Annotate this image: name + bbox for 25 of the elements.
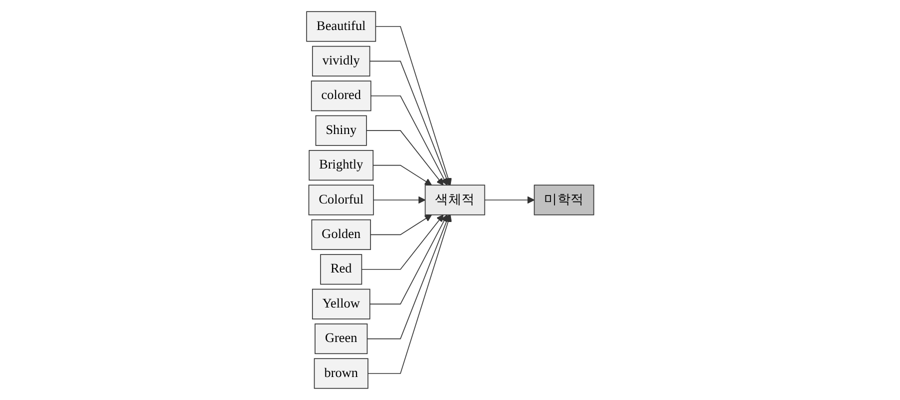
arrow bbox=[370, 214, 432, 236]
node-box: vividly bbox=[312, 46, 370, 76]
arrow bbox=[372, 196, 426, 204]
arrow bbox=[369, 214, 448, 305]
node-box: Colorful bbox=[308, 184, 374, 216]
node-box: Brightly bbox=[308, 150, 374, 181]
node-box: Yellow bbox=[312, 288, 370, 320]
node-box: Red bbox=[320, 254, 362, 285]
node-box: 미학적 bbox=[534, 184, 594, 216]
arrow bbox=[375, 26, 452, 186]
arrow bbox=[361, 214, 444, 270]
node-box: Golden bbox=[311, 219, 371, 250]
node-box: colored bbox=[310, 80, 372, 112]
arrow bbox=[484, 196, 534, 204]
node-box: Beautiful bbox=[306, 11, 376, 42]
node-box: brown bbox=[314, 358, 368, 389]
arrow bbox=[367, 214, 452, 374]
arrow bbox=[372, 164, 432, 186]
node-box: Green bbox=[314, 324, 368, 354]
arrow bbox=[370, 95, 448, 186]
arrow bbox=[366, 130, 444, 186]
arrow bbox=[369, 60, 450, 186]
node-box: Shiny bbox=[315, 115, 367, 146]
node-box: 색체적 bbox=[424, 184, 485, 216]
arrow bbox=[366, 214, 450, 340]
